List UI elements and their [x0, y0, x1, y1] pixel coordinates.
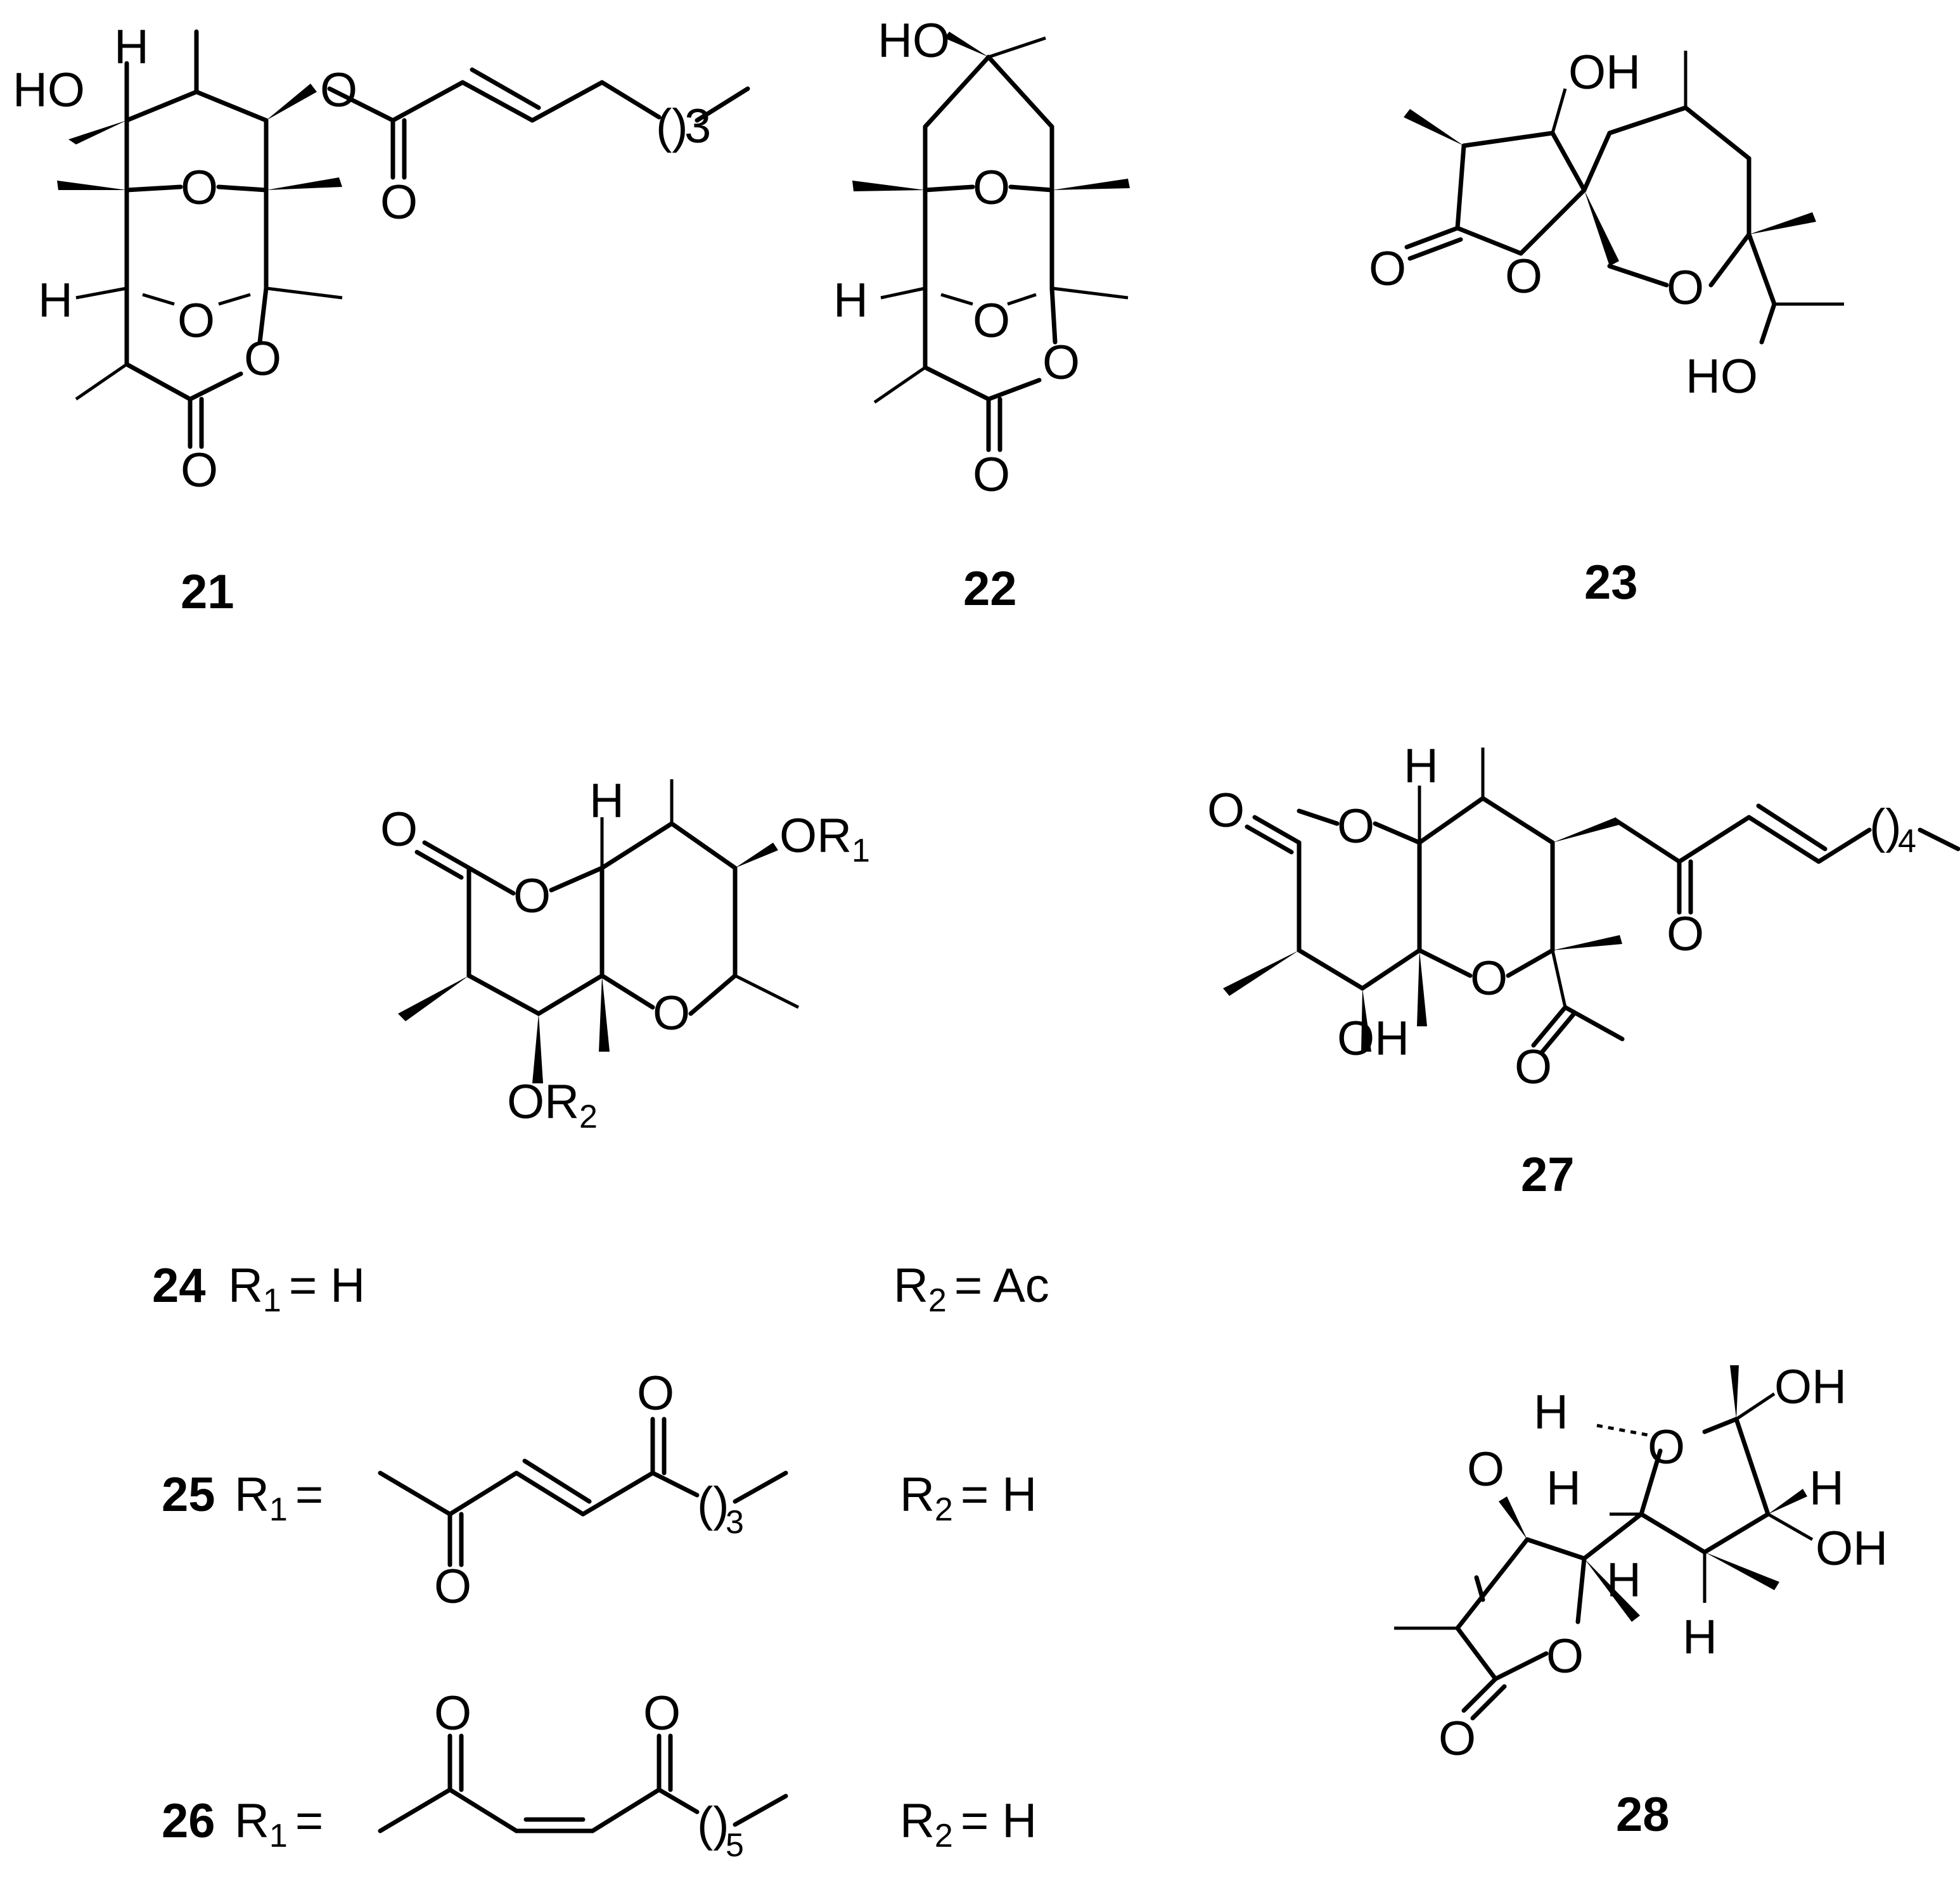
or1-group-label: OR1: [779, 809, 870, 869]
carbonyl-oxygen-label: O: [380, 803, 418, 857]
compound-27-label: 27: [1521, 1148, 1575, 1202]
carbonyl-oxygen-label: O: [181, 443, 218, 497]
hydroxyl-label: OH: [1774, 1360, 1847, 1414]
hydrogen-label: H: [1404, 739, 1438, 793]
hydroxyl-label: HO: [13, 63, 85, 117]
hydroxyl-oxygen-label: O: [1467, 1443, 1504, 1496]
compound-28-label: 28: [1616, 1788, 1670, 1842]
ester-oxygen-label: O: [320, 63, 357, 117]
r2-definition: R2= H: [900, 1794, 1037, 1854]
hydrogen-label: H: [38, 274, 73, 328]
ring-oxygen-label: O: [1648, 1420, 1685, 1474]
hydroxyl-label: HO: [878, 14, 950, 68]
lactone-oxygen-label: O: [1546, 1629, 1584, 1683]
r2-definition: R2= H: [900, 1468, 1037, 1528]
r1-definition: R1= H: [228, 1259, 365, 1319]
carbonyl-oxygen-label: O: [1369, 242, 1406, 296]
carbonyl-oxygen-label: O: [1667, 907, 1704, 961]
bridge-oxygen-label: O: [973, 161, 1010, 215]
repeat-count: 4: [1898, 823, 1916, 860]
bridge-oxygen-label: O: [177, 294, 215, 348]
compound-21-structure: HO H O O H O O O O () 3 21: [13, 20, 750, 619]
hydroxyl-label: HO: [1686, 350, 1758, 404]
carbonyl-oxygen-label: O: [1515, 1040, 1552, 1094]
or2-group-label: OR2: [507, 1075, 598, 1135]
repeat-count: 5: [726, 1827, 744, 1864]
lactone-oxygen-label: O: [1042, 336, 1080, 390]
compound-26-label: 26: [162, 1794, 215, 1848]
r1-definition: R1=: [234, 1794, 323, 1854]
lactone-oxygen-label: O: [1337, 800, 1374, 853]
carbonyl-oxygen-label: O: [973, 448, 1010, 502]
ring-oxygen-label: O: [1470, 952, 1508, 1005]
carbonyl-oxygen-label: O: [380, 175, 418, 229]
carbonyl-oxygen-label: O: [643, 1686, 681, 1740]
compound-22-label: 22: [963, 562, 1017, 616]
bridge-oxygen-label: O: [973, 294, 1010, 348]
hydrogen-bond-donor-label: H: [1534, 1386, 1568, 1439]
lactone-oxygen-label: O: [513, 869, 551, 923]
compound-24-26-core-structure: O O H OR1 O OR2: [380, 774, 870, 1135]
hydrogen-label: H: [1606, 1553, 1641, 1607]
hydroxyl-label: OH: [1337, 1012, 1409, 1066]
repeat-count: 3: [684, 99, 711, 153]
compound-23-structure: OH O O O HO 23: [1369, 46, 1844, 609]
carbonyl-oxygen-label: O: [434, 1560, 471, 1614]
compound-27-structure: O O H O O () 4 O OH 27: [1207, 739, 1960, 1202]
carbonyl-oxygen-label: O: [434, 1686, 471, 1740]
compound-21-label: 21: [181, 565, 234, 619]
hydrogen-label: H: [1546, 1462, 1581, 1515]
ring-oxygen-label: O: [653, 986, 690, 1040]
lactone-oxygen-label: O: [244, 332, 281, 386]
compound-25-row: 25 R1= O O () 3 R2= H: [162, 1367, 1037, 1614]
compound-28-structure: H O O OH H OH H H H O O 28: [1394, 1360, 1888, 1842]
hydrogen-label: H: [833, 274, 868, 328]
r2-definition: R2= Ac: [894, 1259, 1049, 1319]
hydrogen-label: H: [114, 20, 149, 74]
ether-oxygen-label: O: [1667, 261, 1704, 315]
compound-22-structure: HO O H O O O 22: [833, 14, 1130, 616]
compound-26-row: 26 R1= O O () 5 R2= H: [162, 1686, 1037, 1864]
hydrogen-label: H: [1809, 1462, 1844, 1515]
compound-23-label: 23: [1584, 556, 1638, 609]
carbonyl-oxygen-label: O: [1438, 1712, 1476, 1766]
hydrogen-label: H: [1682, 1610, 1717, 1664]
compound-25-label: 25: [162, 1468, 215, 1522]
hydroxyl-label: OH: [1816, 1522, 1888, 1576]
lactone-oxygen-label: O: [1505, 250, 1542, 303]
repeat-parentheses: (): [1869, 800, 1902, 853]
repeat-count: 3: [726, 1504, 744, 1541]
bridge-oxygen-label: O: [181, 161, 218, 215]
hydrogen-label: H: [589, 774, 624, 828]
compound-24-label: 24: [152, 1259, 206, 1313]
repeat-parentheses: (): [697, 1797, 729, 1851]
repeat-parentheses: (): [656, 99, 688, 153]
carbonyl-oxygen-label: O: [1207, 784, 1245, 838]
repeat-parentheses: (): [697, 1477, 729, 1531]
r1-definition: R1=: [234, 1468, 323, 1528]
compound-24-row: 24 R1= H R2= Ac: [152, 1259, 1049, 1319]
carbonyl-oxygen-label: O: [637, 1367, 674, 1420]
hydroxyl-label: OH: [1568, 46, 1641, 99]
